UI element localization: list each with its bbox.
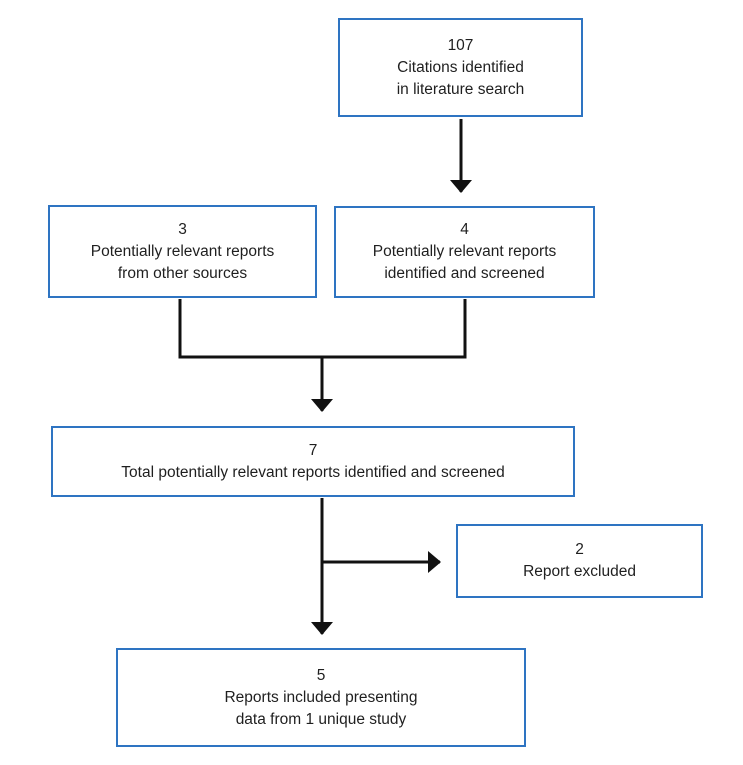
total-screened-label: Total potentially relevant reports ident…	[121, 463, 505, 481]
excluded-count: 2	[575, 541, 584, 558]
other-sources-count: 3	[178, 220, 187, 238]
identified-screened-count: 4	[460, 221, 469, 238]
citations-label: Citations identified in literature searc…	[396, 58, 525, 98]
box-reports-excluded: 2 Report excluded	[456, 524, 703, 598]
citations-count: 107	[447, 36, 474, 54]
other-sources-label: Potentially relevant reports from other …	[90, 242, 275, 282]
box-reports-included: 5 Reports included presenting data from …	[116, 648, 526, 747]
box-identified-screened: 4 Potentially relevant reports identifie…	[334, 206, 595, 298]
box-citations-identified: 107 Citations identified in literature s…	[338, 18, 583, 117]
included-label: Reports included presenting data from 1 …	[224, 688, 418, 728]
box-other-sources: 3 Potentially relevant reports from othe…	[48, 205, 317, 298]
box-total-screened: 7 Total potentially relevant reports ide…	[51, 426, 575, 497]
total-screened-count: 7	[308, 441, 318, 459]
identified-screened-label: Potentially relevant reports identified …	[372, 243, 557, 282]
included-count: 5	[316, 666, 326, 684]
excluded-label: Report excluded	[523, 563, 636, 580]
merge-line-sources	[178, 299, 467, 359]
